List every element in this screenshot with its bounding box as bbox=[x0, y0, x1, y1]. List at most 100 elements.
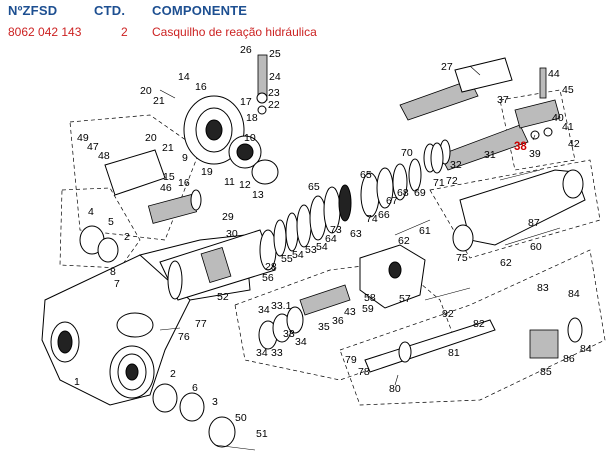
callout-69: 69 bbox=[414, 187, 426, 199]
callout-71: 71 bbox=[433, 177, 445, 189]
callout-3: 3 bbox=[212, 396, 218, 408]
callout-24: 24 bbox=[269, 71, 281, 83]
callout-29: 29 bbox=[222, 211, 234, 223]
callout-40: 40 bbox=[552, 112, 564, 124]
callout-16: 16 bbox=[195, 81, 207, 93]
callout-19: 19 bbox=[201, 166, 213, 178]
column-header-ref: NºZFSD bbox=[8, 3, 58, 18]
callout-39: 39 bbox=[529, 148, 541, 160]
callout-10: 10 bbox=[244, 132, 256, 144]
callout-20: 20 bbox=[140, 85, 152, 97]
callout-1: 1 bbox=[74, 376, 80, 388]
callout-76: 76 bbox=[178, 331, 190, 343]
callout-87: 87 bbox=[528, 217, 540, 229]
worm-shaft bbox=[399, 57, 529, 173]
callout-84: 84 bbox=[568, 288, 580, 300]
callout-35: 35 bbox=[318, 321, 330, 333]
callout-18: 18 bbox=[246, 112, 258, 124]
callout-31: 31 bbox=[484, 149, 496, 161]
callout-11: 11 bbox=[224, 176, 235, 188]
callout-60: 60 bbox=[530, 241, 542, 253]
callout-25: 25 bbox=[269, 48, 281, 60]
callout-38-highlighted[interactable]: 38 bbox=[514, 141, 527, 153]
callout-26: 26 bbox=[240, 44, 252, 56]
part-ref-number[interactable]: 8062 042 143 bbox=[8, 25, 82, 39]
rotary-valve bbox=[359, 244, 426, 309]
callout-17: 17 bbox=[240, 96, 252, 108]
callout-82: 82 bbox=[473, 318, 485, 330]
callout-8: 8 bbox=[110, 266, 116, 278]
callout-41: 41 bbox=[562, 121, 574, 133]
callout-33: 33 bbox=[283, 328, 295, 340]
callout-9: 9 bbox=[182, 152, 188, 164]
callout-2: 2 bbox=[170, 368, 176, 380]
callout-47: 47 bbox=[87, 141, 99, 153]
callout-7: 7 bbox=[114, 278, 120, 290]
callout-83: 83 bbox=[537, 282, 549, 294]
callout-55: 55 bbox=[281, 253, 293, 265]
adjust-screw bbox=[256, 54, 268, 115]
callout-78: 78 bbox=[358, 366, 370, 378]
callout-64: 64 bbox=[325, 233, 337, 245]
callout-22: 22 bbox=[268, 99, 280, 111]
callout-34: 34 bbox=[256, 347, 268, 359]
callout-37: 37 bbox=[497, 94, 509, 106]
part-component-name[interactable]: Casquilho de reação hidráulica bbox=[152, 25, 317, 39]
callout-43: 43 bbox=[344, 306, 356, 318]
callout-72: 72 bbox=[446, 175, 458, 187]
callout-4: 4 bbox=[88, 206, 94, 218]
center-ring-set bbox=[258, 284, 351, 350]
cylinder-tube bbox=[159, 229, 277, 301]
callout-63: 63 bbox=[350, 228, 362, 240]
group-outline-right bbox=[339, 249, 606, 406]
callout-92: 92 bbox=[442, 308, 454, 320]
callout-45: 45 bbox=[562, 84, 574, 96]
sector-shaft bbox=[104, 149, 202, 224]
callout-65: 65 bbox=[308, 181, 320, 193]
callout-23: 23 bbox=[268, 87, 280, 99]
callout-74: 74 bbox=[366, 213, 378, 225]
callout-73: 73 bbox=[330, 224, 342, 236]
callout-34: 34 bbox=[295, 336, 307, 348]
callout-79: 79 bbox=[345, 354, 357, 366]
callout-30: 30 bbox=[226, 228, 238, 240]
callout-54: 54 bbox=[292, 249, 304, 261]
callout-80: 80 bbox=[389, 383, 401, 395]
callout-21: 21 bbox=[162, 142, 174, 154]
callout-67: 67 bbox=[386, 195, 398, 207]
callout-68: 68 bbox=[397, 187, 409, 199]
callout-50: 50 bbox=[235, 412, 247, 424]
part-quantity: 2 bbox=[121, 25, 128, 39]
callout-44: 44 bbox=[548, 68, 560, 80]
callout-86: 86 bbox=[563, 353, 575, 365]
lower-small-parts bbox=[79, 225, 256, 451]
callout-42: 42 bbox=[568, 138, 580, 150]
callout-16: 16 bbox=[178, 177, 190, 189]
callout-13: 13 bbox=[252, 189, 264, 201]
callout-2: 2 bbox=[124, 231, 130, 243]
callout-84: 84 bbox=[580, 343, 592, 355]
callout-57: 57 bbox=[399, 293, 411, 305]
callout-77: 77 bbox=[195, 318, 207, 330]
needle-bearing bbox=[529, 317, 583, 359]
callout-28: 28 bbox=[265, 261, 277, 273]
callout-6: 6 bbox=[192, 382, 198, 394]
callout-27: 27 bbox=[441, 61, 453, 73]
callout-58: 58 bbox=[364, 292, 376, 304]
callout-labels: 1 2 2 3 4 5 6 7 8 9 10 11 12 13 14 15 16… bbox=[74, 44, 592, 440]
column-header-component: COMPONENTE bbox=[152, 3, 248, 18]
callout-12: 12 bbox=[239, 179, 251, 191]
callout-75: 75 bbox=[456, 252, 468, 264]
callout-65: 65 bbox=[360, 169, 372, 181]
callout-33-1: 33.1 bbox=[271, 300, 292, 312]
control-rod bbox=[364, 319, 496, 373]
callout-62: 62 bbox=[500, 257, 512, 269]
valve-housing bbox=[452, 169, 586, 252]
callout-52: 52 bbox=[217, 291, 229, 303]
callout-20: 20 bbox=[145, 132, 157, 144]
callout-15: 15 bbox=[163, 171, 175, 183]
callout-81: 81 bbox=[448, 347, 460, 359]
callout-21: 21 bbox=[153, 95, 165, 107]
callout-54: 54 bbox=[316, 241, 328, 253]
